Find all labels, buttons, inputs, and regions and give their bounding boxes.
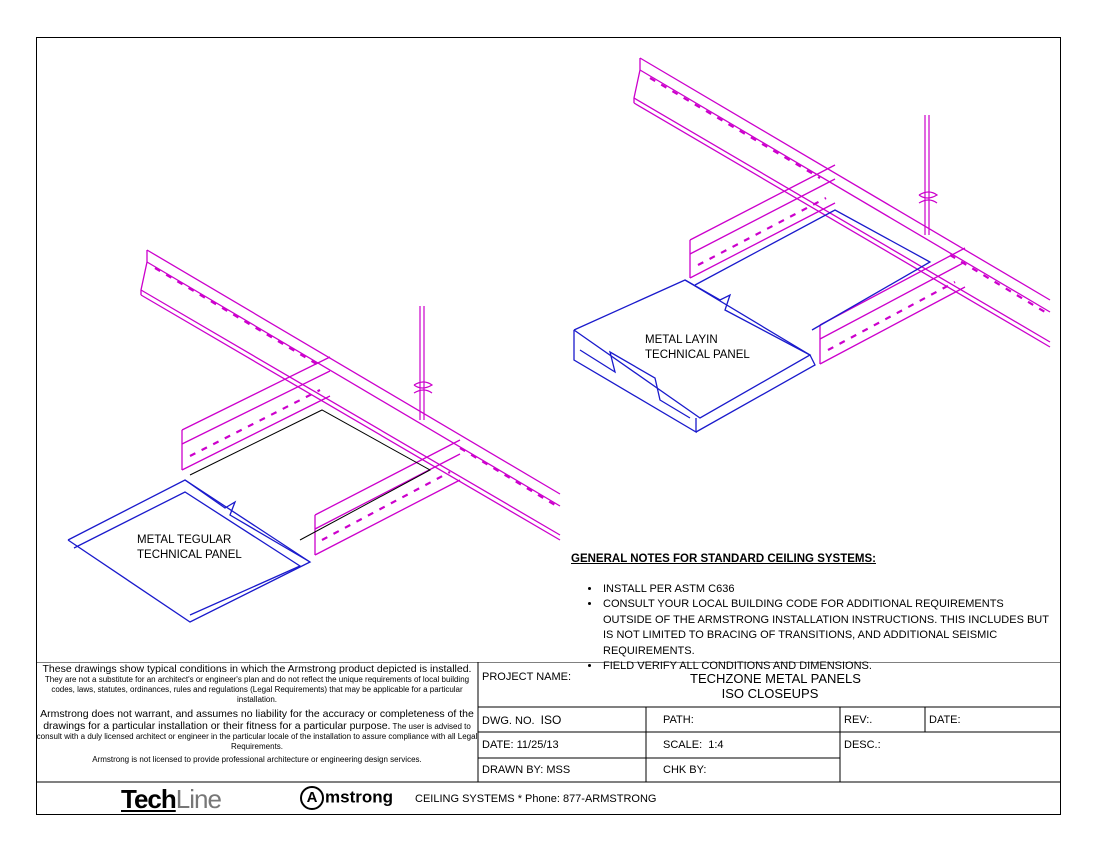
techline-logo: TechLine [121, 784, 222, 815]
project-name-label: PROJECT NAME: [482, 671, 572, 683]
legal-disclaimer: These drawings show typical conditions i… [36, 663, 478, 781]
general-notes: GENERAL NOTES FOR STANDARD CEILING SYSTE… [571, 552, 1051, 675]
disclaimer-p2-big: Armstrong does not warrant, and assumes … [40, 708, 474, 732]
dwg-no-value: ISO [540, 713, 562, 727]
left-cross-tee-back [181, 356, 331, 471]
note-item: INSTALL PER ASTM C636 [601, 582, 1051, 598]
right-panel-cavity [694, 209, 932, 331]
drawn-by-value: MSS [546, 764, 571, 776]
disclaimer-p1-small: They are not a substitute for an archite… [44, 675, 470, 704]
dwg-no-field: DWG. NO. ISO [482, 713, 561, 727]
footer-tagline: CEILING SYSTEMS * Phone: 877-ARMSTRONG [415, 793, 657, 805]
tegular-label-line1: METAL TEGULAR [137, 534, 232, 546]
scale-field: SCALE: 1:4 [663, 739, 724, 751]
disclaimer-p2-small: The user is advised to consult with a du… [36, 722, 478, 751]
disclaimer-p1-big: These drawings show typical conditions i… [42, 663, 472, 675]
rev-label: REV:. [844, 714, 873, 726]
note-item: FIELD VERIFY ALL CONDITIONS AND DIMENSIO… [601, 659, 1051, 675]
project-name-line1: TECHZONE METAL PANELS [690, 671, 861, 686]
layin-panel-label: METAL LAYIN TECHNICAL PANEL [645, 333, 750, 363]
right-cross-tee-front [819, 247, 966, 365]
tegular-panel-label: METAL TEGULAR TECHNICAL PANEL [137, 533, 242, 563]
note-item: CONSULT YOUR LOCAL BUILDING CODE FOR ADD… [601, 597, 1051, 659]
left-cross-tee-front [314, 439, 461, 556]
disclaimer-p3: Armstrong is not licensed to provide pro… [92, 755, 422, 764]
tegular-panel [67, 479, 312, 623]
drawing-sheet [36, 37, 1061, 815]
date-label: DATE: [929, 714, 961, 726]
left-panel-cavity [189, 409, 432, 541]
title-block-grid [36, 662, 1061, 783]
dwg-no-label: DWG. NO. [482, 715, 535, 727]
right-cross-tee-back [689, 164, 836, 279]
drawn-by-label: DRAWN BY: [482, 764, 544, 776]
layin-label-line2: TECHNICAL PANEL [645, 349, 750, 361]
left-main-runner [140, 249, 561, 541]
techline-bold: Tech [121, 784, 177, 814]
armstrong-wordmark: mstrong [325, 787, 393, 807]
notes-title: GENERAL NOTES FOR STANDARD CEILING SYSTE… [571, 553, 876, 565]
techline-light: Line [175, 784, 222, 814]
path-label: PATH: [663, 714, 694, 726]
scale-value: 1:4 [708, 739, 724, 751]
drawn-by-field: DRAWN BY: MSS [482, 764, 570, 776]
layin-panel [573, 279, 816, 434]
project-name-line2: ISO CLOSEUPS [721, 686, 819, 701]
tegular-label-line2: TECHNICAL PANEL [137, 549, 242, 561]
layin-label-line1: METAL LAYIN [645, 334, 718, 346]
drawing-date: DATE: 11/25/13 [482, 739, 559, 751]
armstrong-mark-icon: A [300, 786, 324, 810]
desc-label: DESC.: [844, 739, 881, 751]
left-hanger-wire [413, 306, 434, 420]
scale-label: SCALE: [663, 739, 703, 751]
right-hanger-wire [918, 115, 939, 235]
right-main-runner [633, 57, 1051, 348]
chk-by-label: CHK BY: [663, 764, 707, 776]
